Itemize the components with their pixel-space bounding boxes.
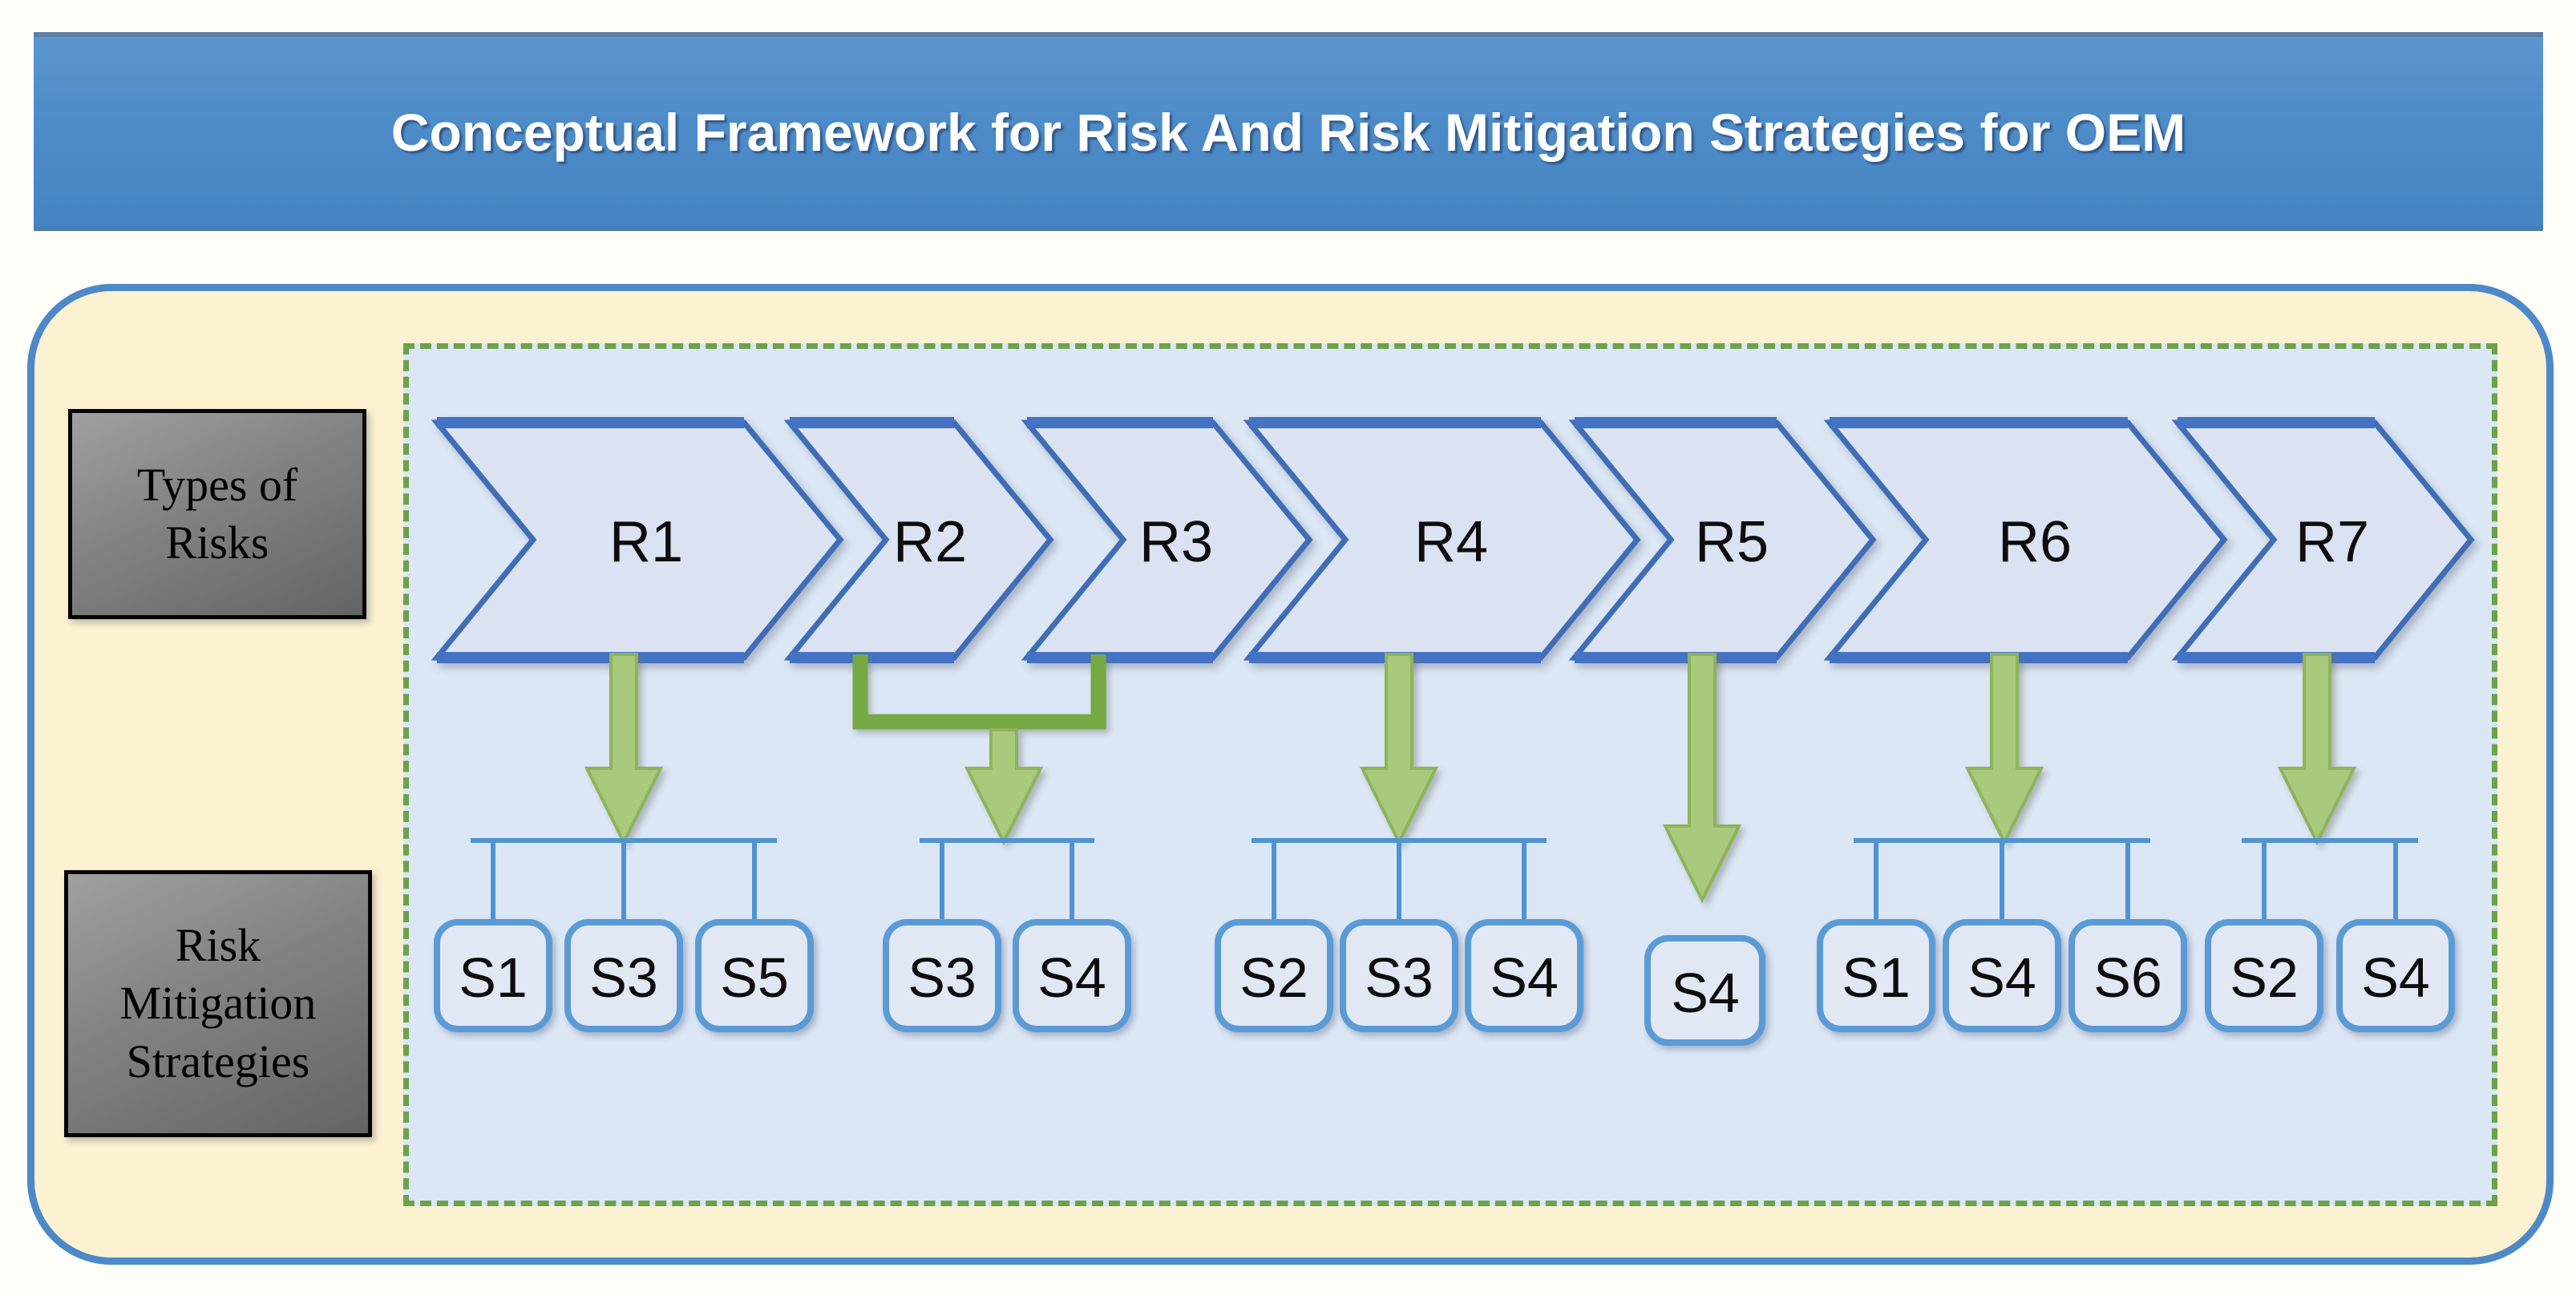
title-banner: Conceptual Framework for Risk And Risk M… — [34, 32, 2543, 231]
strategy-box: S4 — [2336, 919, 2455, 1032]
risk-label: R7 — [2295, 510, 2369, 574]
risk-chevron-r3: R3 — [1021, 417, 1313, 663]
risk-label: R3 — [1139, 510, 1213, 574]
risk-chevron-r7: R7 — [2171, 417, 2475, 663]
strategy-label: S3 — [908, 946, 977, 1009]
connector-group-r6 — [1854, 838, 2150, 922]
strategy-box: S6 — [2068, 919, 2187, 1032]
strategy-box: S3 — [883, 919, 1001, 1032]
flow-arrow-r1 — [584, 653, 664, 846]
types-of-risks-label: Types of Risks — [68, 409, 366, 619]
strategy-label: S6 — [2093, 946, 2162, 1009]
strategy-label: S2 — [1239, 946, 1308, 1009]
strategy-label: S2 — [2230, 946, 2299, 1009]
connector-group-r7 — [2242, 838, 2418, 922]
strategy-label: S1 — [459, 946, 528, 1009]
strategy-box: S2 — [2205, 919, 2323, 1032]
strategy-label: S3 — [589, 946, 658, 1009]
connector-group-r2-r3 — [920, 838, 1094, 922]
strategy-box: S4 — [1943, 919, 2061, 1032]
risk-label: R6 — [1998, 510, 2072, 574]
strategy-box: S3 — [564, 919, 683, 1032]
risk-label: R4 — [1414, 510, 1488, 574]
strategy-box: S3 — [1340, 919, 1458, 1032]
strategy-label: S4 — [1037, 946, 1106, 1009]
risk-label: R5 — [1695, 510, 1769, 574]
strategy-label: S4 — [1671, 962, 1740, 1024]
risk-chevron-r5: R5 — [1568, 417, 1877, 663]
strategy-label: S1 — [1842, 946, 1911, 1009]
strategy-label: S4 — [1967, 946, 2036, 1009]
strategy-box: S4 — [1013, 919, 1131, 1032]
strategy-label: S5 — [720, 946, 789, 1009]
flow-arrow-r6 — [1964, 653, 2044, 846]
strategy-box: S4 — [1465, 919, 1583, 1032]
flow-arrow-r2-r3-merged — [964, 728, 1044, 846]
strategy-label: S4 — [1490, 946, 1559, 1009]
risk-chevron-r4: R4 — [1243, 417, 1641, 663]
risk-mitigation-strategies-label: Risk Mitigation Strategies — [64, 870, 372, 1137]
strategy-label: S4 — [2361, 946, 2430, 1009]
r2-r3-merge-bracket — [852, 654, 1106, 730]
flow-arrow-r4 — [1359, 653, 1439, 846]
connector-group-r1 — [471, 838, 777, 922]
risk-label: R2 — [893, 510, 967, 574]
strategy-box: S1 — [1817, 919, 1935, 1032]
strategy-label: S3 — [1365, 946, 1434, 1009]
page-title: Conceptual Framework for Risk And Risk M… — [390, 102, 2186, 162]
flow-arrow-r5 — [1662, 653, 1742, 904]
strategy-box: S5 — [695, 919, 814, 1032]
flow-arrow-r7 — [2277, 653, 2357, 846]
strategy-box: S4 — [1644, 935, 1765, 1046]
risk-chevron-r6: R6 — [1823, 417, 2228, 663]
risk-label: R1 — [609, 510, 683, 574]
strategy-box: S1 — [434, 919, 552, 1032]
risk-chevron-r1: R1 — [431, 417, 844, 663]
risk-chevron-r2: R2 — [783, 417, 1054, 663]
strategy-box: S2 — [1215, 919, 1333, 1032]
connector-group-r4 — [1252, 838, 1547, 922]
